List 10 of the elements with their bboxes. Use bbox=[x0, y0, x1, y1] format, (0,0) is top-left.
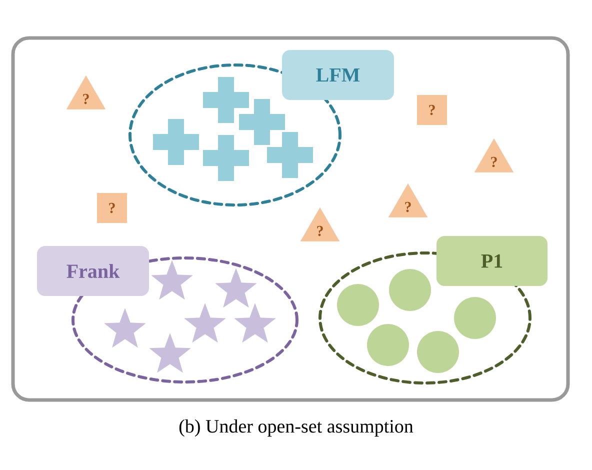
label-box: Frank bbox=[37, 246, 149, 296]
label-box: LFM bbox=[282, 50, 394, 100]
question-square: ? bbox=[97, 192, 127, 223]
question-triangle: ? bbox=[474, 138, 514, 172]
question-square: ? bbox=[417, 95, 447, 125]
label-box: P1 bbox=[436, 236, 548, 286]
question-triangle: ? bbox=[388, 183, 428, 218]
question-triangle: ? bbox=[66, 75, 106, 110]
question-triangle: ? bbox=[300, 207, 340, 242]
caption: (b) Under open-set assumption bbox=[179, 419, 414, 437]
